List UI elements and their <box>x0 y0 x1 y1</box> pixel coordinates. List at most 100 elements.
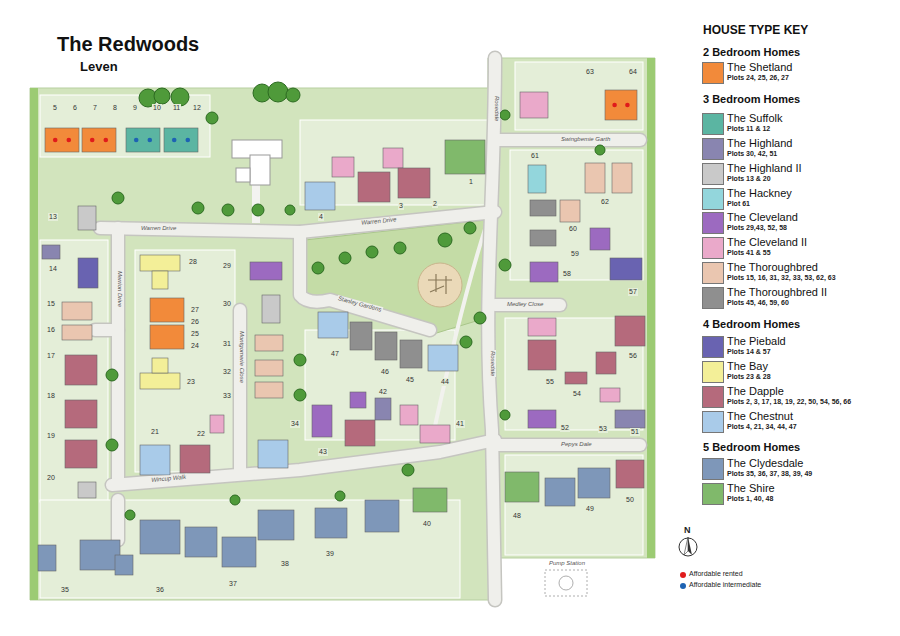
plot-number: 43 <box>318 448 328 456</box>
street-name: Rosedale <box>493 95 500 122</box>
key-plots: Plots 29,43, 52, 58 <box>727 224 787 232</box>
plot-number: 14 <box>48 265 58 273</box>
plot-number: 22 <box>196 430 206 438</box>
plot-number: 12 <box>192 104 202 112</box>
plot-number: 52 <box>560 424 570 432</box>
tree <box>268 82 288 102</box>
road <box>95 324 118 336</box>
house <box>152 271 168 289</box>
road <box>112 500 124 540</box>
plot-number: 54 <box>572 390 582 398</box>
house <box>530 230 556 246</box>
house <box>255 382 283 398</box>
tree <box>222 204 234 216</box>
house <box>530 262 558 282</box>
road-edge <box>111 500 126 540</box>
tree <box>206 112 218 124</box>
map-title: The Redwoods <box>57 33 199 56</box>
plot-number: 59 <box>570 250 580 258</box>
plot-number: 48 <box>512 512 522 520</box>
key-house-type: The Highland II <box>727 162 802 175</box>
affordable-key-text: Affordable rented <box>689 570 743 578</box>
road-edge <box>112 440 495 485</box>
house <box>152 358 168 373</box>
house <box>383 148 403 168</box>
garden-area <box>515 62 643 130</box>
plot-number: 58 <box>562 270 572 278</box>
house <box>612 163 632 193</box>
plot-number: 6 <box>72 104 78 112</box>
existing-building <box>250 155 270 185</box>
plot-number: 53 <box>598 425 608 433</box>
pump-station-compound <box>545 570 587 596</box>
tree <box>192 202 204 214</box>
key-section: 4 Bedroom Homes <box>703 318 800 331</box>
key-house-type: The Shire <box>727 482 775 495</box>
house <box>185 527 217 557</box>
house <box>65 355 97 385</box>
house <box>528 318 556 336</box>
garden-area <box>505 455 643 555</box>
plot-number: 38 <box>280 560 290 568</box>
house <box>445 140 485 174</box>
road-edge <box>495 438 640 453</box>
key-plots: Plots 30, 42, 51 <box>727 150 777 158</box>
road <box>234 310 246 472</box>
tree <box>294 354 306 366</box>
driveway <box>252 183 260 223</box>
house <box>560 200 580 222</box>
pump-station <box>559 576 573 590</box>
key-swatch <box>702 386 724 408</box>
affordable-dot <box>134 138 139 143</box>
key-house-type: The Highland <box>727 137 792 150</box>
house <box>62 302 92 320</box>
key-section: 3 Bedroom Homes <box>703 93 800 106</box>
house <box>140 255 180 271</box>
house <box>258 440 288 468</box>
house <box>126 128 160 152</box>
house <box>305 182 335 210</box>
street-name: Medley Close <box>506 301 544 308</box>
hedge <box>30 88 38 600</box>
house <box>365 500 399 532</box>
tree <box>125 510 135 520</box>
affordable-dot <box>172 138 177 143</box>
plot-number: 27 <box>190 306 200 314</box>
play-equipment <box>428 274 452 294</box>
key-swatch <box>702 212 724 234</box>
house <box>80 540 120 570</box>
tree <box>106 439 118 451</box>
key-plots: Plots 41 & 55 <box>727 249 771 257</box>
plot-number: 17 <box>46 352 56 360</box>
street-name: Pepys Dale <box>560 441 593 448</box>
house <box>350 322 372 350</box>
key-plots: Plots 11 & 12 <box>727 125 770 133</box>
house <box>428 345 458 371</box>
house <box>262 295 280 323</box>
plot-number: 46 <box>380 368 390 376</box>
house <box>358 172 390 202</box>
house <box>210 415 224 433</box>
house <box>375 332 397 360</box>
key-swatch <box>702 361 724 383</box>
house <box>520 92 548 118</box>
key-swatch <box>702 483 724 505</box>
house <box>398 168 430 198</box>
plot-number: 1 <box>468 178 474 186</box>
plot-number: 10 <box>152 104 162 112</box>
house <box>528 340 556 370</box>
compass-needle <box>684 537 688 555</box>
key-heading: HOUSE TYPE KEY <box>703 24 808 38</box>
house <box>345 420 375 446</box>
key-house-type: The Cleveland <box>727 211 798 224</box>
house <box>615 410 645 428</box>
road-edge <box>95 323 118 338</box>
plot-number: 33 <box>222 392 232 400</box>
plot-number: 41 <box>455 420 465 428</box>
affordable-dot <box>53 138 58 143</box>
key-swatch <box>702 336 724 358</box>
tree <box>500 110 510 120</box>
house <box>180 445 210 473</box>
plot-number: 55 <box>545 378 555 386</box>
key-plots: Plots 45, 46, 59, 60 <box>727 299 789 307</box>
